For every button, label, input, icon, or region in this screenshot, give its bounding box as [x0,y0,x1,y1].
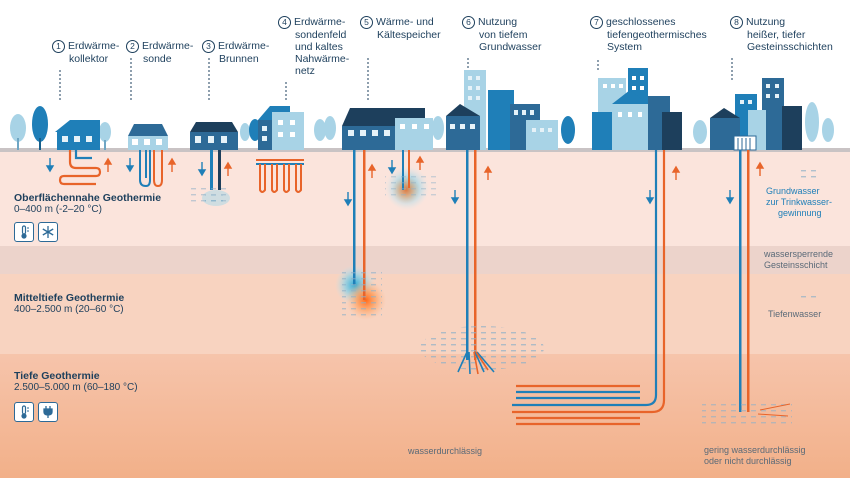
callout-1-line-1: Erdwärme- [68,40,120,52]
zone-near-surface: Oberflächennahe Geothermie 0–400 m (-2–2… [14,192,161,216]
label-low-permeability: gering wasserdurchlässig oder nicht durc… [704,445,806,467]
hot-rock-system [702,150,792,424]
label-permeable: wasserdurchlässig [408,446,483,456]
label-groundwater: Grundwasser zur Trinkwasser- gewinnung [766,186,832,219]
plug-icon [38,402,58,422]
flow-arrows [45,155,765,207]
zone-deep-title: Tiefe Geothermie [14,370,100,382]
callout-4-number: 4 [278,16,291,29]
callout-4-line-5: netz [295,65,315,77]
callout-7-line-2: tiefengeothermisches [607,29,707,41]
label-low-permeability-line-2: oder nicht durchlässig [704,456,792,466]
zone-near-surface-title: Oberflächennahe Geothermie [14,192,162,204]
callout-4-line-4: Nahwärme- [295,53,350,65]
callout-3-line-1: Erdwärme- [218,40,270,52]
callout-4-line-3: und kaltes [295,41,343,53]
house-5 [342,108,433,150]
city-8 [710,78,802,151]
callout-8-line-1: Nutzung [746,16,786,28]
callout-8-line-2: heißer, tiefer [747,29,806,41]
city-7 [592,68,682,150]
label-groundwater-line-2: zur Trinkwasser- [766,197,833,207]
callout-7-line-3: System [607,41,643,53]
callout-leaders [59,58,733,102]
house-2 [128,124,168,150]
probe-pipes [139,150,163,188]
zone-medium-title: Mitteltiefe Geothermie [14,292,125,304]
callout-3-number: 3 [202,40,215,53]
closed-deep-system [512,150,666,426]
thermometer-icon [14,222,34,242]
callout-7-line-1: geschlossenes [606,16,676,28]
callout-4-line-2: sondenfeld [295,29,347,41]
callout-7-number: 7 [590,16,603,29]
callout-3-line-2: Brunnen [219,53,259,65]
water-speckles [190,170,816,300]
collector-coil [58,150,102,186]
label-groundwater-line-1: Grundwasser [766,186,820,196]
label-barrier-line-2: Gesteinsschicht [764,260,828,270]
callout-6-line-3: Grundwasser [479,41,542,53]
layer-barrier [0,246,850,274]
callout-2-number: 2 [126,40,139,53]
deep-groundwater-system [420,150,544,375]
label-groundwater-line-3: gewinnung [778,208,822,218]
callout-6-number: 6 [462,16,475,29]
callout-8-line-3: Gesteinsschichten [747,41,833,53]
callout-1-number: 1 [52,40,65,53]
callout-2-line-1: Erdwärme- [142,40,194,52]
callout-6-line-1: Nutzung [478,16,518,28]
callout-2-line-2: sonde [143,53,172,65]
callout-5-line-1: Wärme- und [376,16,434,28]
house-4 [258,106,304,150]
callout-8-number: 8 [730,16,743,29]
house-3 [190,122,238,150]
label-low-permeability-line-1: gering wasserdurchlässig [704,445,806,455]
thermometer-icon [14,402,34,422]
city-6 [446,70,558,150]
zone-deep: Tiefe Geothermie 2.500–5.000 m (60–180 °… [14,370,138,394]
label-deep-water: Tiefenwasser [768,309,822,319]
callout-4-line-1: Erdwärme- [294,16,346,28]
callout-5-line-2: Kältespeicher [377,29,441,41]
zone-near-surface-range: 0–400 m (-2–20 °C) [14,204,102,215]
probe-field [256,159,304,193]
callout-6-line-2: von tiefem [479,29,528,41]
zone-deep-range: 2.500–5.000 m (60–180 °C) [14,382,138,393]
house-1 [55,120,100,150]
label-barrier-layer: wassersperrende Gesteinsschicht [764,249,833,271]
snowflake-icon [38,222,58,242]
zone-medium-range: 400–2.500 m (20–60 °C) [14,304,124,315]
label-barrier-line-1: wassersperrende [764,249,834,259]
callout-5-number: 5 [360,16,373,29]
callout-1-line-2: kollektor [69,53,109,65]
zone-medium: Mitteltiefe Geothermie 400–2.500 m (20–6… [14,292,124,316]
